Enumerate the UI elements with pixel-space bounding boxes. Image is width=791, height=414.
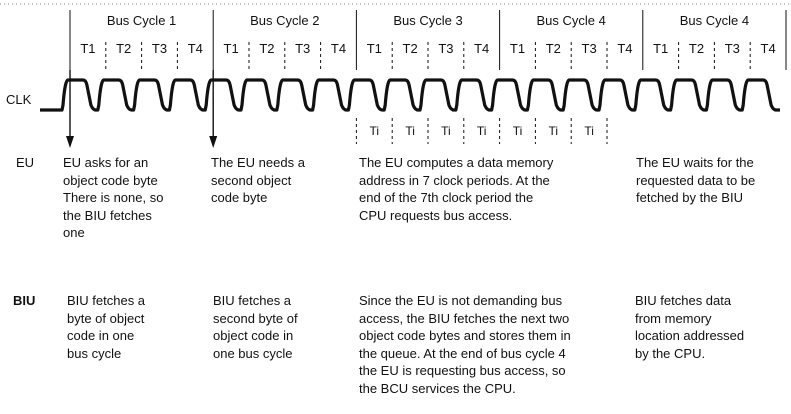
state-label: T3 — [438, 41, 453, 56]
eu-description-cycle-3-4: The EU computes a data memory address in… — [359, 155, 554, 223]
idle-state-label: Ti — [513, 124, 523, 138]
state-label: T1 — [367, 41, 382, 56]
state-label: T4 — [331, 41, 346, 56]
state-label: T1 — [224, 41, 239, 56]
idle-state-label: Ti — [370, 124, 380, 138]
state-label: T3 — [152, 41, 167, 56]
eu-description-cycle-5: The EU waits for the requested data to b… — [636, 155, 756, 205]
event-arrows — [66, 70, 218, 148]
idle-state-label: Ti — [441, 124, 451, 138]
clock-label: CLK — [6, 92, 32, 107]
state-label: T1 — [653, 41, 668, 56]
state-label: T3 — [295, 41, 310, 56]
eu-description-cycle-1: EU asks for an object code byte There is… — [63, 155, 164, 240]
biu-row-label: BIU — [13, 293, 36, 308]
state-label: T1 — [510, 41, 525, 56]
eu-description-cycle-2: The EU needs a second object code byte — [211, 155, 305, 205]
bus-cycle-label: Bus Cycle 2 — [250, 13, 319, 28]
bus-cycle-label: Bus Cycle 1 — [107, 13, 176, 28]
biu-description-cycle-3-4: Since the EU is not demanding bus access… — [359, 293, 571, 396]
biu-description-cycle-2: BIU fetches a second byte of object code… — [213, 293, 298, 361]
idle-state-label: Ti — [549, 124, 559, 138]
state-label: T2 — [259, 41, 274, 56]
state-label: T2 — [689, 41, 704, 56]
state-label: T4 — [617, 41, 632, 56]
state-label: T2 — [403, 41, 418, 56]
state-label: T3 — [582, 41, 597, 56]
biu-description-cycle-5: BIU fetches data from memory location ad… — [635, 293, 745, 361]
idle-state-label: Ti — [584, 124, 594, 138]
bus-cycle-grid: Bus Cycle 1 T1 T2 T3 T4 Bus Cycle 2 T1 T2 T3 T4 Bu… — [0, 3, 791, 70]
bus-cycle-label: Bus Cycle 4 — [680, 13, 749, 28]
state-label: T4 — [474, 41, 489, 56]
state-label: T4 — [761, 41, 776, 56]
state-label: T4 — [188, 41, 203, 56]
idle-states: Ti Ti Ti Ti Ti Ti Ti — [355, 118, 608, 144]
idle-state-label: Ti — [405, 124, 415, 138]
state-label: T2 — [546, 41, 561, 56]
idle-state-label: Ti — [477, 124, 487, 138]
bus-cycle-label: Bus Cycle 4 — [537, 13, 606, 28]
clock-signal — [40, 78, 780, 112]
bus-cycle-label: Bus Cycle 3 — [393, 13, 462, 28]
state-label: T3 — [725, 41, 740, 56]
arrowhead — [209, 136, 218, 148]
biu-description-cycle-1: BIU fetches a byte of object code in one… — [67, 293, 146, 361]
eu-row-label: EU — [16, 155, 35, 170]
clock-waveform — [40, 78, 780, 112]
state-label: T2 — [116, 41, 131, 56]
state-label: T1 — [80, 41, 95, 56]
arrowhead — [66, 136, 74, 148]
